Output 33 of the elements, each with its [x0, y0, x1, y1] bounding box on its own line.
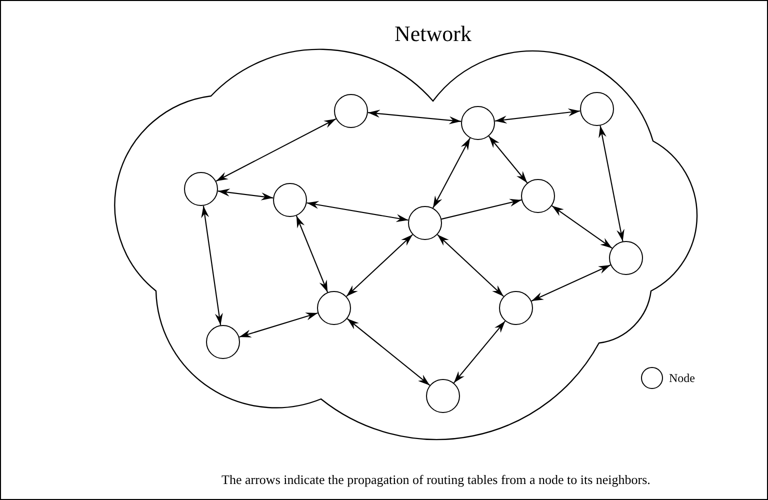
arrow — [216, 118, 336, 182]
arrow — [201, 206, 223, 326]
arrow — [598, 126, 624, 242]
node-circle — [499, 291, 533, 325]
node-circle — [206, 325, 240, 359]
caption: The arrows indicate the propagation of routing tables from a node to its neighbors. — [220, 472, 652, 488]
arrow — [432, 138, 471, 208]
arrow — [346, 234, 413, 297]
node-circle — [334, 94, 368, 128]
arrow — [441, 198, 522, 220]
arrow — [306, 200, 408, 222]
node-circle — [609, 241, 643, 275]
node-circle — [273, 183, 307, 217]
node-circle — [580, 92, 614, 126]
node-circle — [426, 379, 460, 413]
node-circle — [461, 106, 495, 140]
arrow — [296, 216, 328, 292]
arrow — [552, 205, 612, 249]
node-circle — [317, 291, 351, 325]
arrow — [218, 188, 274, 200]
arrow — [494, 108, 580, 124]
node-circle — [184, 172, 218, 206]
node-circle — [408, 206, 442, 240]
arrow — [453, 320, 506, 384]
arrow — [531, 264, 611, 302]
arrow — [346, 318, 430, 386]
arrow — [368, 110, 462, 124]
arrow — [437, 234, 504, 297]
diagram-title: Network — [394, 21, 472, 47]
legend-label: Node — [669, 370, 695, 386]
arrow — [239, 312, 318, 338]
node-circle — [521, 179, 555, 213]
arrow — [488, 136, 528, 184]
